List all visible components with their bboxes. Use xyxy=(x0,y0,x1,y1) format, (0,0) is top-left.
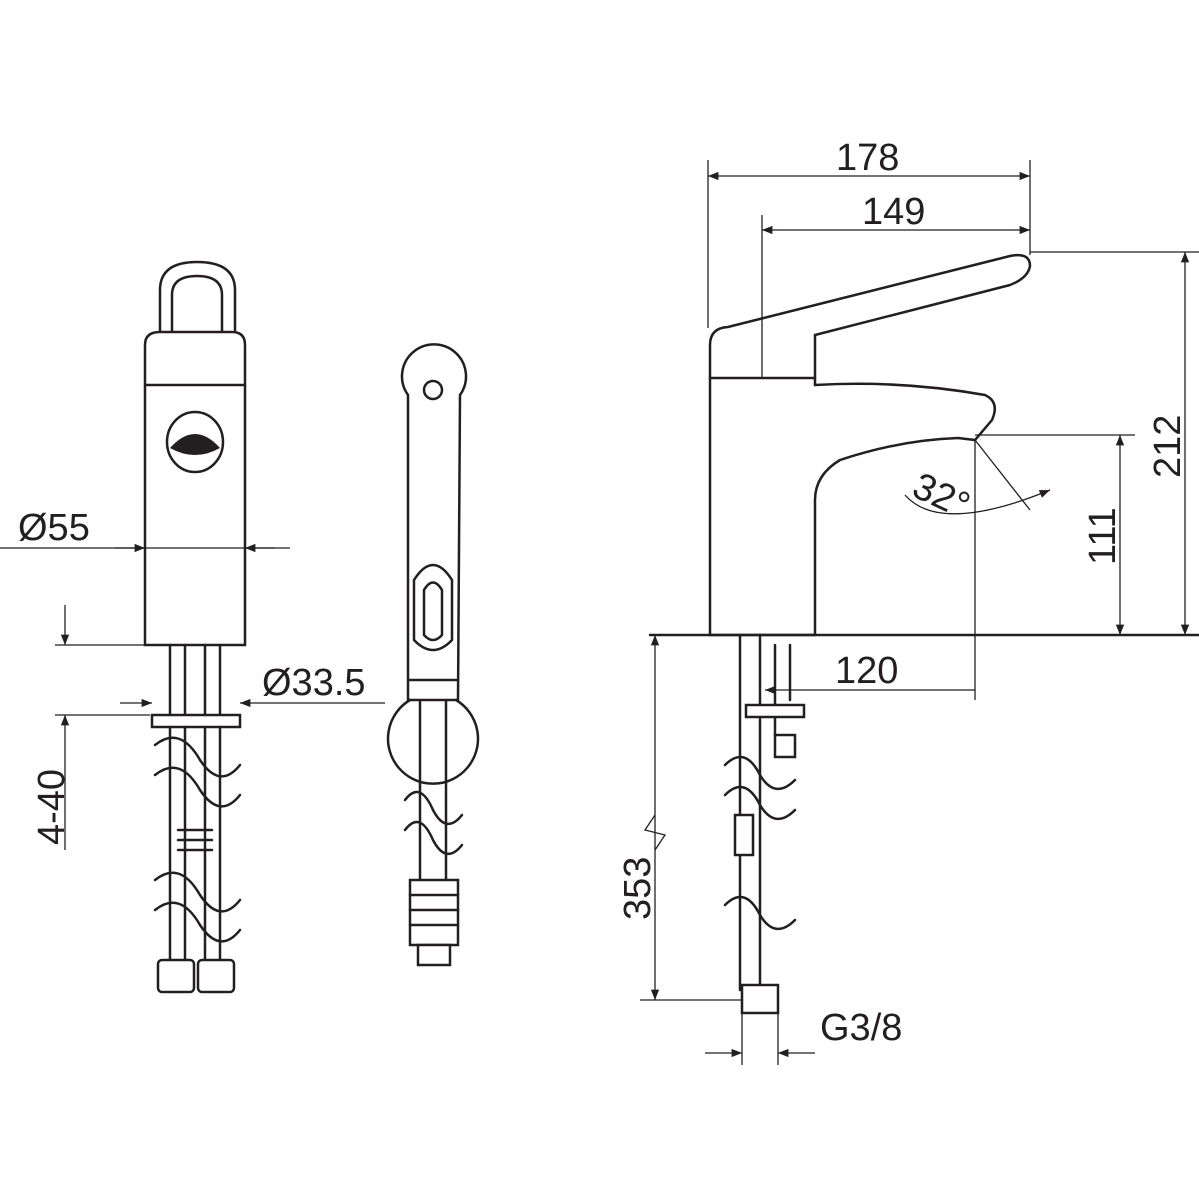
spout-height-label: 111 xyxy=(1082,507,1124,565)
hole-diameter-label: Ø33.5 xyxy=(262,662,366,704)
spout-reach-label: 120 xyxy=(835,650,898,692)
hose-length-label: 353 xyxy=(617,857,659,920)
side-view xyxy=(640,160,1199,1065)
width-total-label: 178 xyxy=(836,137,899,179)
front-view xyxy=(0,260,385,994)
deck-thickness-label: 4-40 xyxy=(31,769,73,845)
handle-reach-label: 149 xyxy=(862,191,925,233)
spray-angle-label: 32° xyxy=(906,465,976,527)
body-diameter-label: Ø55 xyxy=(18,507,90,549)
height-total-label: 212 xyxy=(1147,415,1189,478)
hand-shower-view xyxy=(386,343,480,967)
thread-label: G3/8 xyxy=(820,1007,902,1049)
